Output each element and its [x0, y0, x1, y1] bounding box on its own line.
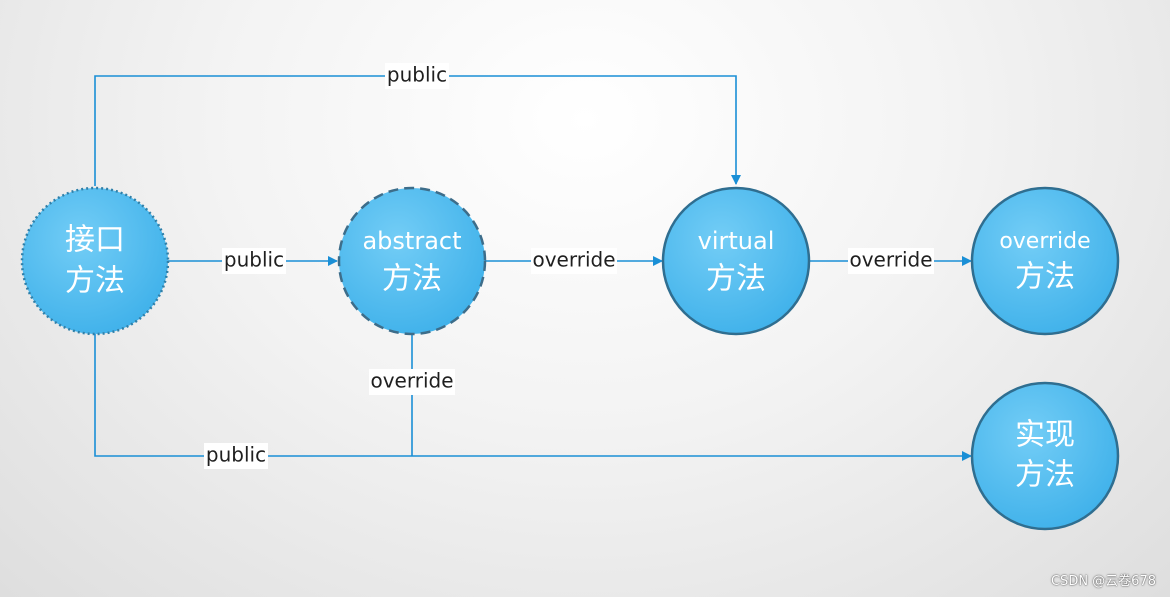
- edge-labels: public public override override override…: [204, 63, 934, 469]
- node-label-line1: 接口: [65, 223, 125, 258]
- edge-interface-to-implement: [94, 334, 972, 461]
- edge-label-text: override: [532, 248, 615, 272]
- edge-label-bottom-public: public: [204, 443, 268, 469]
- csdn-watermark: CSDN @云卷678: [1050, 574, 1156, 589]
- node-virtual-method: virtual 方法: [661, 186, 811, 336]
- node-label-line2: 方法: [382, 262, 442, 297]
- node-label-line1: abstract: [362, 227, 461, 255]
- edge-label-text: public: [206, 443, 266, 467]
- node-label-line2: 方法: [1015, 458, 1075, 493]
- edge-label-top-public: public: [385, 63, 449, 89]
- node-implement-method: 实现 方法: [970, 381, 1120, 531]
- node-label-line2: 方法: [65, 264, 125, 299]
- node-label-line2: 方法: [706, 262, 766, 297]
- edge-label-abstract-implement-override: override: [369, 369, 455, 395]
- node-label-line1: 实现: [1015, 418, 1075, 453]
- method-nodes: 接口 方法 abstract 方法 virtual 方法 override 方法…: [20, 186, 1120, 531]
- edge-label-text: override: [849, 248, 932, 272]
- node-label-line1: virtual: [698, 227, 775, 255]
- node-abstract-method: abstract 方法: [337, 186, 487, 336]
- edge-label-text: public: [224, 248, 284, 272]
- edge-label-text: public: [387, 63, 447, 87]
- node-interface-method: 接口 方法: [20, 186, 170, 336]
- edge-interface-to-virtual: [94, 75, 741, 186]
- node-label-line1: override: [999, 229, 1090, 254]
- edge-label-virtual-override-override: override: [848, 248, 934, 274]
- edge-label-abstract-virtual-override: override: [531, 248, 617, 274]
- edge-label-text: override: [370, 369, 453, 393]
- edge-label-middle-public: public: [222, 248, 286, 274]
- node-override-method: override 方法: [970, 186, 1120, 336]
- node-label-line2: 方法: [1015, 260, 1075, 295]
